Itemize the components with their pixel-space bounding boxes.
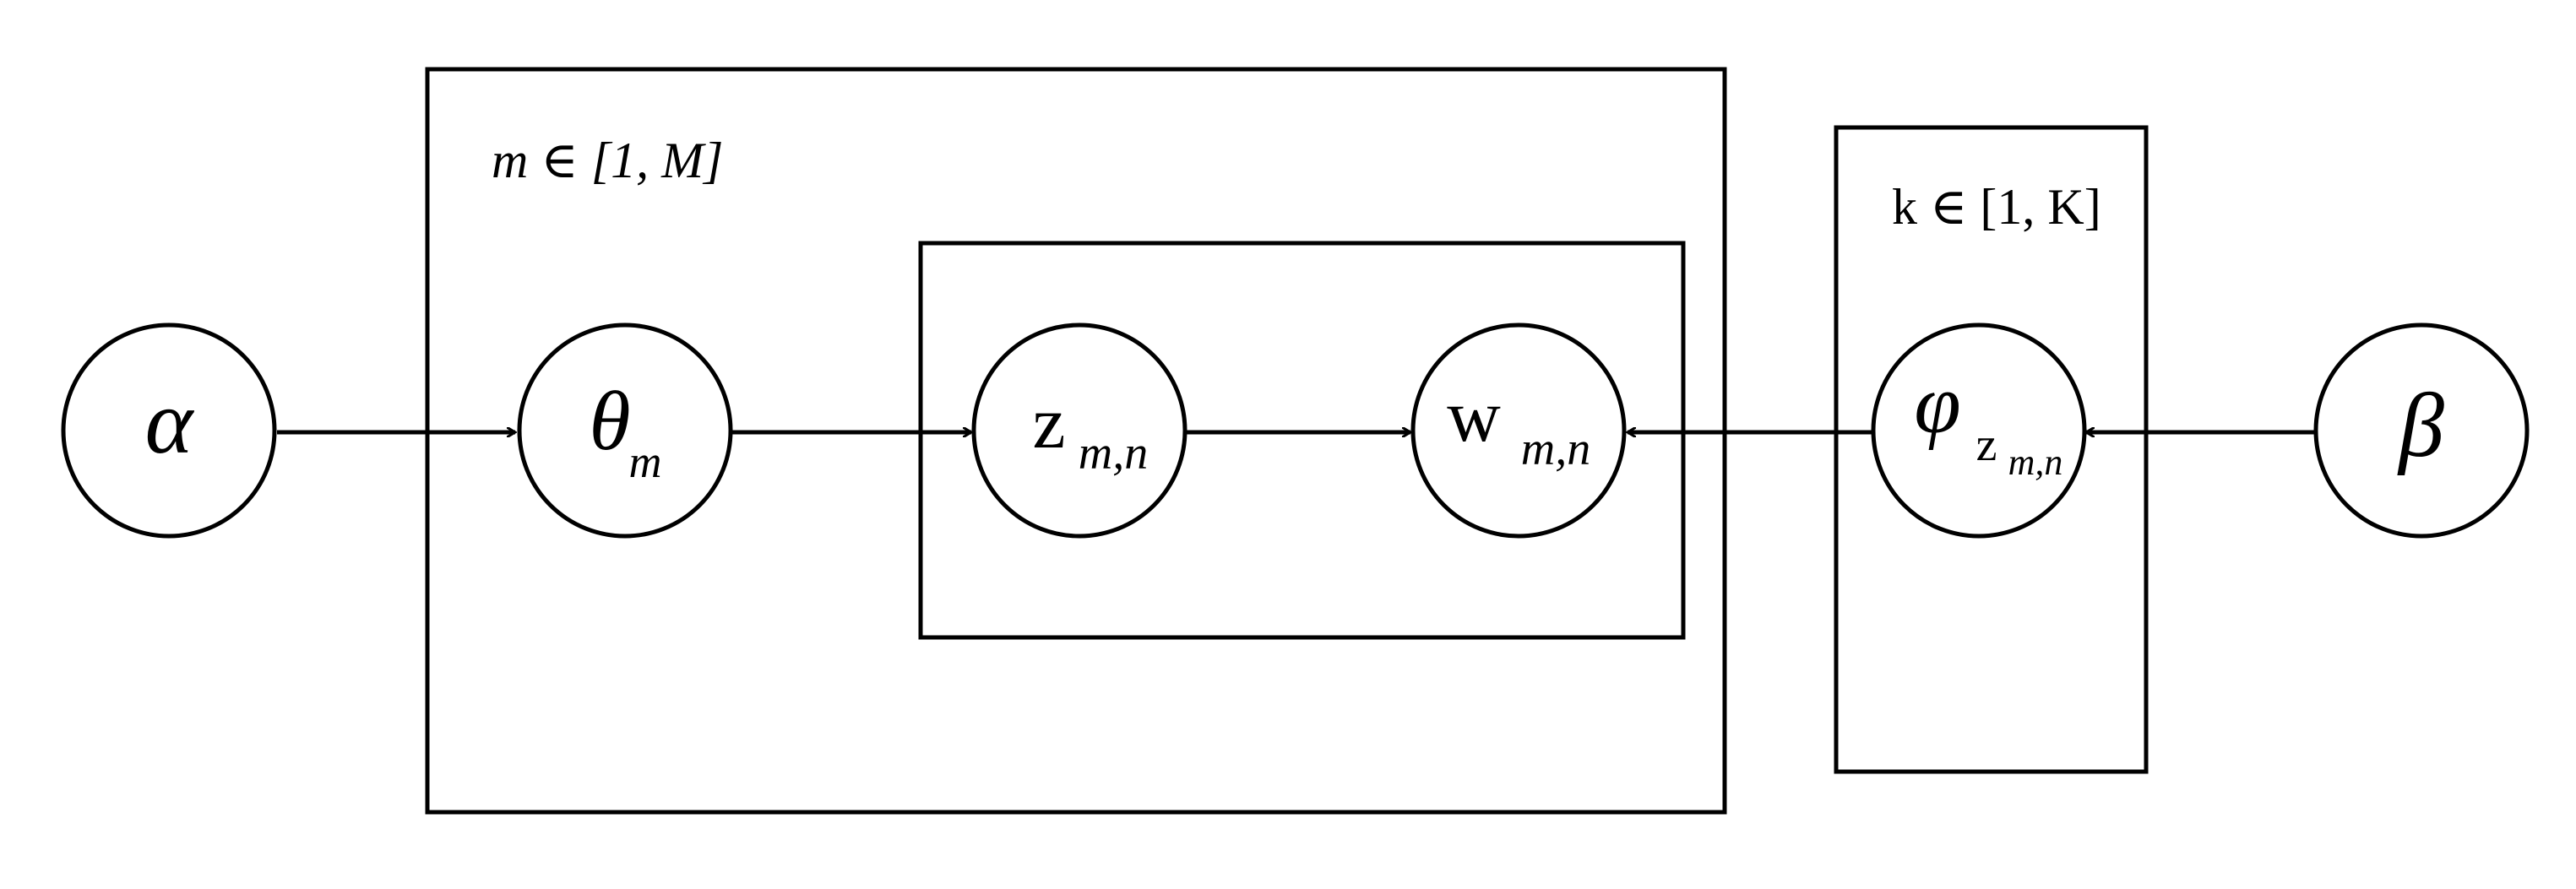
node-theta: θ m xyxy=(517,323,733,539)
node-theta-subscript: m xyxy=(629,436,662,487)
node-beta: β xyxy=(2313,323,2530,539)
node-alpha: α xyxy=(61,323,277,539)
word-plate xyxy=(918,241,1686,640)
node-alpha-symbol: α xyxy=(145,372,195,473)
node-phi: φ z m,n xyxy=(1871,323,2087,539)
node-z-subscript: m,n xyxy=(1079,427,1148,480)
node-z-symbol: z xyxy=(1032,382,1065,464)
node-phi-subscript: z xyxy=(1976,419,1997,471)
document-plate-label: m ∈ [1, M] xyxy=(492,133,723,188)
topic-plate xyxy=(1834,125,2149,774)
node-z: z m,n xyxy=(971,323,1187,539)
node-w-symbol: w xyxy=(1447,376,1501,458)
node-phi-subsubscript: m,n xyxy=(2008,442,2063,483)
node-beta-symbol: β xyxy=(2397,376,2444,476)
topic-plate-label: k ∈ [1, K] xyxy=(1892,179,2101,235)
node-phi-symbol: φ xyxy=(1914,357,1960,451)
node-w: w m,n xyxy=(1410,323,1627,539)
document-plate xyxy=(425,67,1727,815)
node-theta-symbol: θ xyxy=(589,374,630,468)
node-w-subscript: m,n xyxy=(1521,423,1590,475)
